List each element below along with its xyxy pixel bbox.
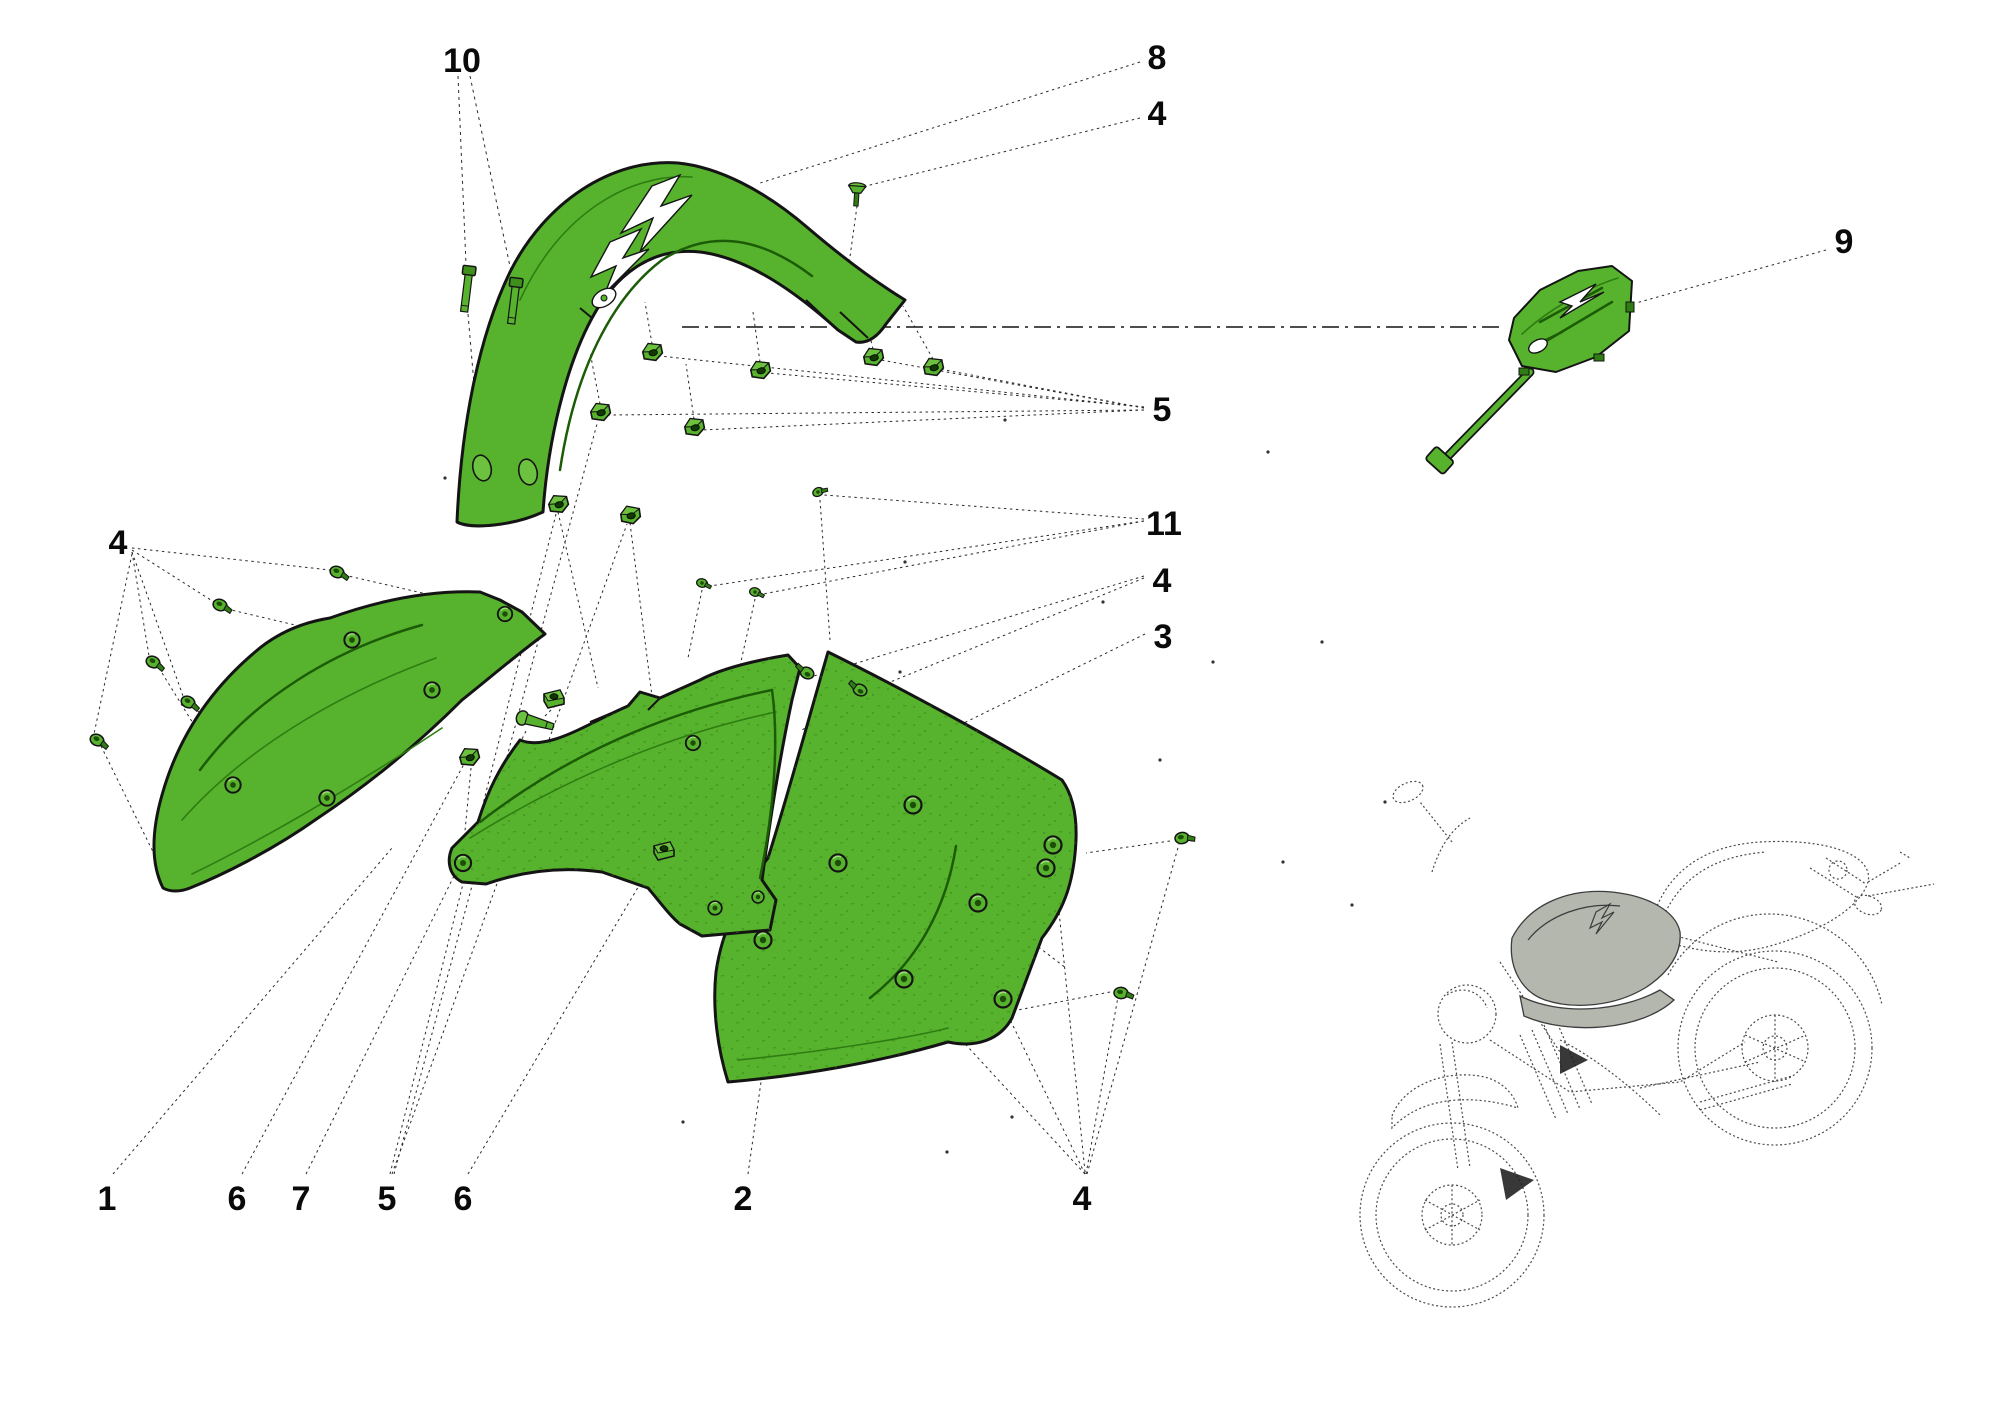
drive bbox=[1559, 1039, 1793, 1116]
screw-boss bbox=[968, 893, 988, 913]
callout-1: 1 bbox=[98, 1180, 117, 1218]
screw-11 bbox=[810, 482, 830, 499]
clip-nut-5 bbox=[619, 503, 642, 526]
screw-boss bbox=[318, 789, 336, 807]
clip-nut-5 bbox=[588, 400, 613, 424]
screw-4 bbox=[1173, 829, 1197, 846]
reference-motorcycle-sketch bbox=[1359, 780, 1935, 1308]
callout-labels: 10 8 4 9 5 11 4 3 4 1 6 7 5 6 2 4 bbox=[98, 39, 1854, 1218]
square-nut-6 bbox=[653, 841, 675, 861]
callout-6-a: 6 bbox=[228, 1180, 247, 1218]
clip-nut-5 bbox=[682, 415, 707, 439]
mount-slot bbox=[471, 454, 493, 482]
countersunk-screw-4 bbox=[846, 181, 867, 208]
front-fender bbox=[1391, 1074, 1519, 1130]
stem-cap bbox=[1425, 446, 1454, 475]
headlight bbox=[1437, 984, 1497, 1044]
left-mirror bbox=[1392, 780, 1424, 804]
mount-hole bbox=[453, 853, 473, 873]
highlighted-side-panel-area bbox=[1519, 989, 1676, 1029]
screw-boss bbox=[753, 930, 773, 950]
screw-boss bbox=[224, 776, 242, 794]
callout-6-b: 6 bbox=[454, 1180, 473, 1218]
callout-4-left: 4 bbox=[109, 524, 128, 562]
mount-slot bbox=[517, 458, 539, 486]
clip-nut-5 bbox=[546, 491, 571, 516]
square-nut-6 bbox=[543, 689, 565, 709]
handlebar bbox=[1419, 801, 1471, 873]
right-controls bbox=[1809, 857, 1867, 899]
clip-nut-5 bbox=[921, 355, 946, 379]
lightning-emblem-cutout bbox=[589, 173, 693, 309]
screw-boss bbox=[1036, 858, 1056, 878]
screw-boss bbox=[1043, 835, 1063, 855]
screw-11 bbox=[748, 586, 767, 599]
front-wheel bbox=[1359, 1122, 1545, 1308]
callout-3: 3 bbox=[1154, 618, 1173, 656]
screw-4 bbox=[143, 653, 168, 674]
part-2-center-panel bbox=[447, 653, 802, 938]
screw-4 bbox=[1112, 986, 1136, 1001]
screw-4 bbox=[210, 596, 235, 616]
screw-boss bbox=[903, 795, 923, 815]
tank-emblem-mark bbox=[1527, 902, 1621, 941]
screw-4 bbox=[178, 693, 203, 714]
part-9-emblem-assembly bbox=[1425, 265, 1635, 475]
radiator-fins bbox=[1519, 1019, 1593, 1120]
screw-boss bbox=[423, 681, 441, 699]
frame-shadow-2 bbox=[1500, 1168, 1534, 1200]
clip-nut-5 bbox=[640, 340, 665, 364]
part-8-top-cover bbox=[455, 161, 907, 528]
seat bbox=[1647, 840, 1870, 953]
screw-boss bbox=[993, 989, 1013, 1009]
callout-4-right: 4 bbox=[1153, 562, 1172, 600]
clip-nut-5 bbox=[861, 345, 886, 369]
frame-shadow-1 bbox=[1560, 1045, 1588, 1074]
front-fork bbox=[1439, 1041, 1471, 1171]
mount-hole bbox=[751, 890, 765, 904]
callout-2: 2 bbox=[734, 1180, 753, 1218]
callout-4-top: 4 bbox=[1148, 95, 1167, 133]
long-bolt-10 bbox=[456, 264, 477, 314]
screw-boss bbox=[343, 631, 361, 649]
callout-5-right: 5 bbox=[1153, 391, 1172, 429]
callout-4-bottom: 4 bbox=[1073, 1180, 1092, 1218]
bolt-7 bbox=[513, 708, 556, 735]
callout-8: 8 bbox=[1148, 39, 1167, 77]
screw-boss bbox=[496, 605, 514, 623]
mount-hole bbox=[707, 900, 723, 916]
tail bbox=[1867, 851, 1935, 897]
callout-10: 10 bbox=[443, 42, 481, 80]
clip-nut-5 bbox=[748, 358, 773, 382]
screw-boss bbox=[894, 969, 914, 989]
part-3-side-panel bbox=[713, 650, 1078, 1084]
mount-hole bbox=[684, 734, 702, 752]
callout-7: 7 bbox=[292, 1180, 311, 1218]
rear-fender bbox=[1667, 913, 1883, 1006]
callout-9: 9 bbox=[1835, 223, 1854, 261]
callout-5-bottom: 5 bbox=[378, 1180, 397, 1218]
screw-4 bbox=[327, 563, 352, 583]
screw-4 bbox=[87, 731, 112, 752]
screw-11 bbox=[695, 577, 714, 590]
rear-wheel bbox=[1677, 950, 1873, 1146]
callout-11: 11 bbox=[1146, 505, 1182, 543]
highlighted-tank-area bbox=[1510, 890, 1681, 1007]
clip-nut-6 bbox=[457, 744, 482, 769]
screw-boss bbox=[828, 853, 848, 873]
part-1-left-panel bbox=[152, 590, 547, 893]
